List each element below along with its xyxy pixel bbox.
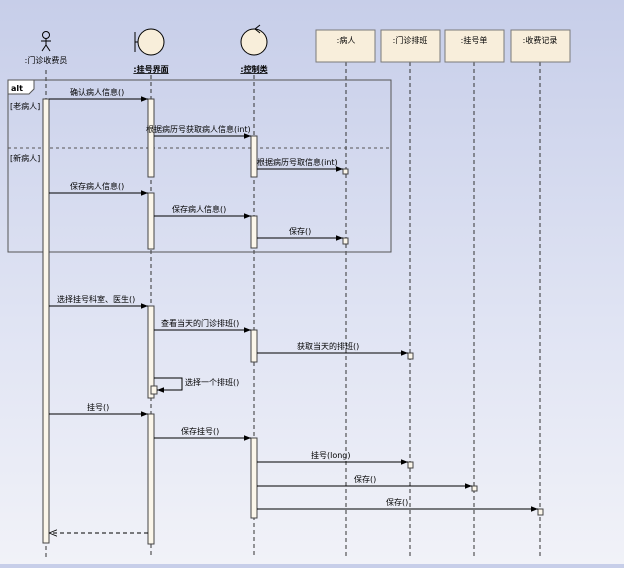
message-label-0: 确认病人信息() bbox=[70, 87, 124, 97]
activation-ctrl-4 bbox=[250, 437, 258, 519]
messages bbox=[49, 96, 538, 533]
lifeline-lines bbox=[45, 62, 541, 558]
activation-ui-selfcall bbox=[150, 385, 158, 395]
message-label-3: 保存病人信息() bbox=[70, 181, 124, 191]
message-label-1: 根据病历号获取病人信息(int) bbox=[146, 124, 251, 134]
activation-schedule-2 bbox=[407, 461, 414, 469]
lifeline-label-ctrl: :控制类 bbox=[240, 64, 267, 74]
activation-ui-4 bbox=[147, 413, 155, 545]
lifeline-label-cashier: :门诊收费员 bbox=[25, 55, 68, 65]
message-label-8: 获取当天的排班() bbox=[297, 341, 359, 351]
message-label-4: 保存病人信息() bbox=[172, 204, 226, 214]
activation-schedule-1 bbox=[407, 352, 414, 360]
alt-operator-tab bbox=[7, 79, 35, 95]
activation-fee bbox=[537, 508, 544, 516]
message-label-12: 挂号(long) bbox=[311, 450, 351, 460]
lifeline-label-patient: :病人 bbox=[337, 35, 356, 45]
message-label-10: 挂号() bbox=[87, 402, 109, 412]
message-label-6: 选择挂号科室、医生() bbox=[57, 294, 135, 304]
control-icon bbox=[240, 24, 268, 56]
message-label-14: 保存() bbox=[386, 497, 408, 507]
alt-operator-label: alt bbox=[11, 84, 23, 93]
activation-cashier bbox=[42, 98, 50, 544]
activation-ui-1 bbox=[147, 98, 155, 178]
activation-patient-1 bbox=[342, 168, 349, 175]
class-box-patient bbox=[315, 29, 376, 63]
activation-patient-2 bbox=[342, 237, 349, 245]
message-arrow-9-selfcall bbox=[154, 377, 183, 393]
message-labels: 确认病人信息() 根据病历号获取病人信息(int) 根据病历号取信息(int) … bbox=[57, 87, 408, 507]
activation-ctrl-1 bbox=[250, 135, 258, 178]
lifeline-label-schedule: :门诊排班 bbox=[393, 35, 428, 45]
lifeline-label-ui: :挂号界面 bbox=[133, 64, 168, 74]
class-boxes bbox=[315, 29, 571, 63]
activation-bars bbox=[42, 98, 544, 545]
message-label-13: 保存() bbox=[354, 474, 376, 484]
message-label-2: 根据病历号取信息(int) bbox=[257, 157, 338, 167]
activation-ui-2 bbox=[147, 192, 155, 250]
class-box-schedule bbox=[380, 29, 441, 63]
message-label-11: 保存挂号() bbox=[181, 426, 219, 436]
activation-ctrl-3 bbox=[250, 329, 258, 363]
message-label-7: 查看当天的门诊排班() bbox=[161, 318, 239, 328]
activation-regform bbox=[471, 485, 478, 492]
alt-fragment: alt [老病人] [新病人] bbox=[7, 79, 392, 253]
message-label-5: 保存() bbox=[289, 226, 311, 236]
lifeline-label-regform: :挂号单 bbox=[461, 35, 488, 45]
activation-ui-3 bbox=[147, 305, 155, 399]
alt-fragment-frame bbox=[7, 79, 392, 253]
lifeline-label-fee: :收费记录 bbox=[523, 35, 558, 45]
class-box-regform bbox=[444, 29, 505, 63]
alt-guard-old-patient: [老病人] bbox=[10, 101, 40, 111]
alt-guard-new-patient: [新病人] bbox=[10, 153, 40, 163]
message-label-9: 选择一个排班() bbox=[185, 377, 239, 387]
boundary-icon bbox=[134, 28, 165, 56]
class-box-fee bbox=[510, 29, 571, 63]
actor-cashier-figure bbox=[41, 31, 51, 52]
activation-ctrl-2 bbox=[250, 215, 258, 249]
